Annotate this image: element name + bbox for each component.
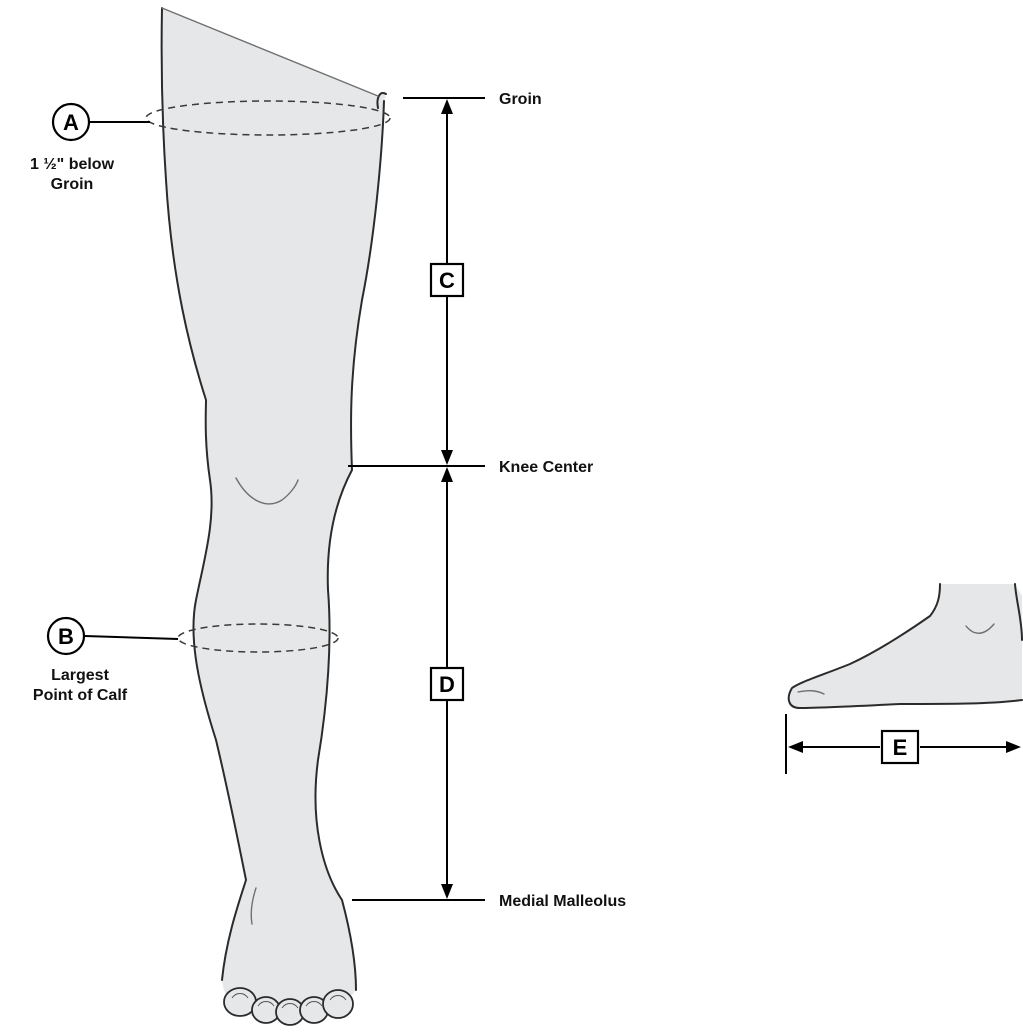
foot-illustration bbox=[789, 584, 1022, 708]
dimension-c-arrow-bottom bbox=[441, 450, 453, 465]
label-medial-malleolus: Medial Malleolus bbox=[499, 893, 626, 910]
toe-1 bbox=[224, 988, 256, 1016]
leg-illustration bbox=[162, 8, 386, 1025]
leg-body bbox=[162, 8, 386, 1019]
label-b-line2: Point of Calf bbox=[33, 687, 128, 704]
label-groin: Groin bbox=[499, 91, 542, 108]
dimension-d-arrow-top bbox=[441, 467, 453, 482]
label-a-line1: 1 ½" below bbox=[30, 156, 115, 173]
marker-b-leader bbox=[85, 636, 178, 639]
dimension-e-arrow-left bbox=[788, 741, 803, 753]
dimension-e-arrow-right bbox=[1006, 741, 1021, 753]
foot-body bbox=[789, 584, 1022, 708]
label-knee-center: Knee Center bbox=[499, 459, 593, 476]
dimension-d-arrow-bottom bbox=[441, 884, 453, 899]
marker-a-letter: A bbox=[63, 110, 79, 135]
toe-5 bbox=[323, 990, 353, 1018]
dimension-c-arrow-top bbox=[441, 99, 453, 114]
marker-c-letter: C bbox=[439, 268, 455, 293]
label-b-line1: Largest bbox=[51, 667, 109, 684]
label-a-line2: Groin bbox=[51, 176, 94, 193]
marker-e-letter: E bbox=[893, 735, 908, 760]
marker-d-letter: D bbox=[439, 672, 455, 697]
marker-b-letter: B bbox=[58, 624, 74, 649]
